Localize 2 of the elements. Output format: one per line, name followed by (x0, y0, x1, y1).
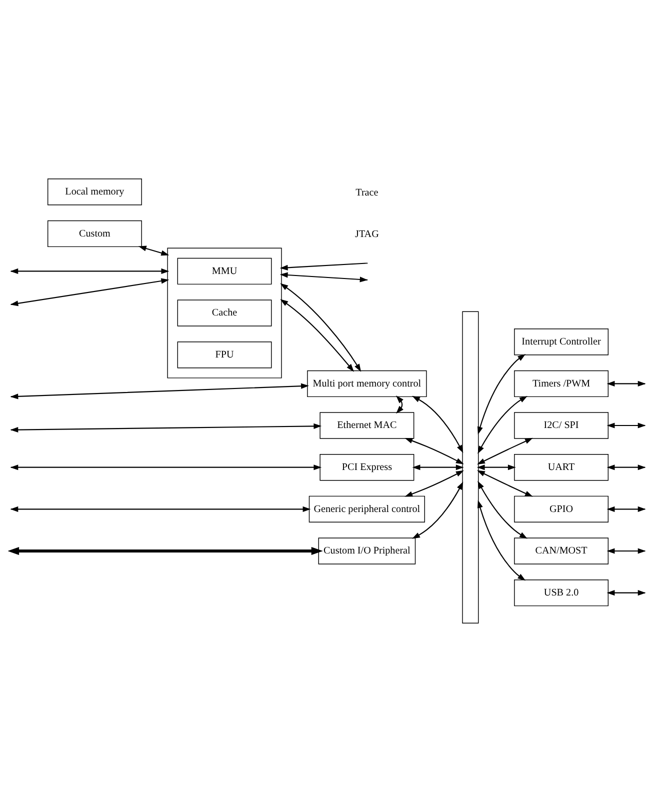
label: JTAG (355, 229, 379, 240)
label: Trace (356, 187, 378, 198)
